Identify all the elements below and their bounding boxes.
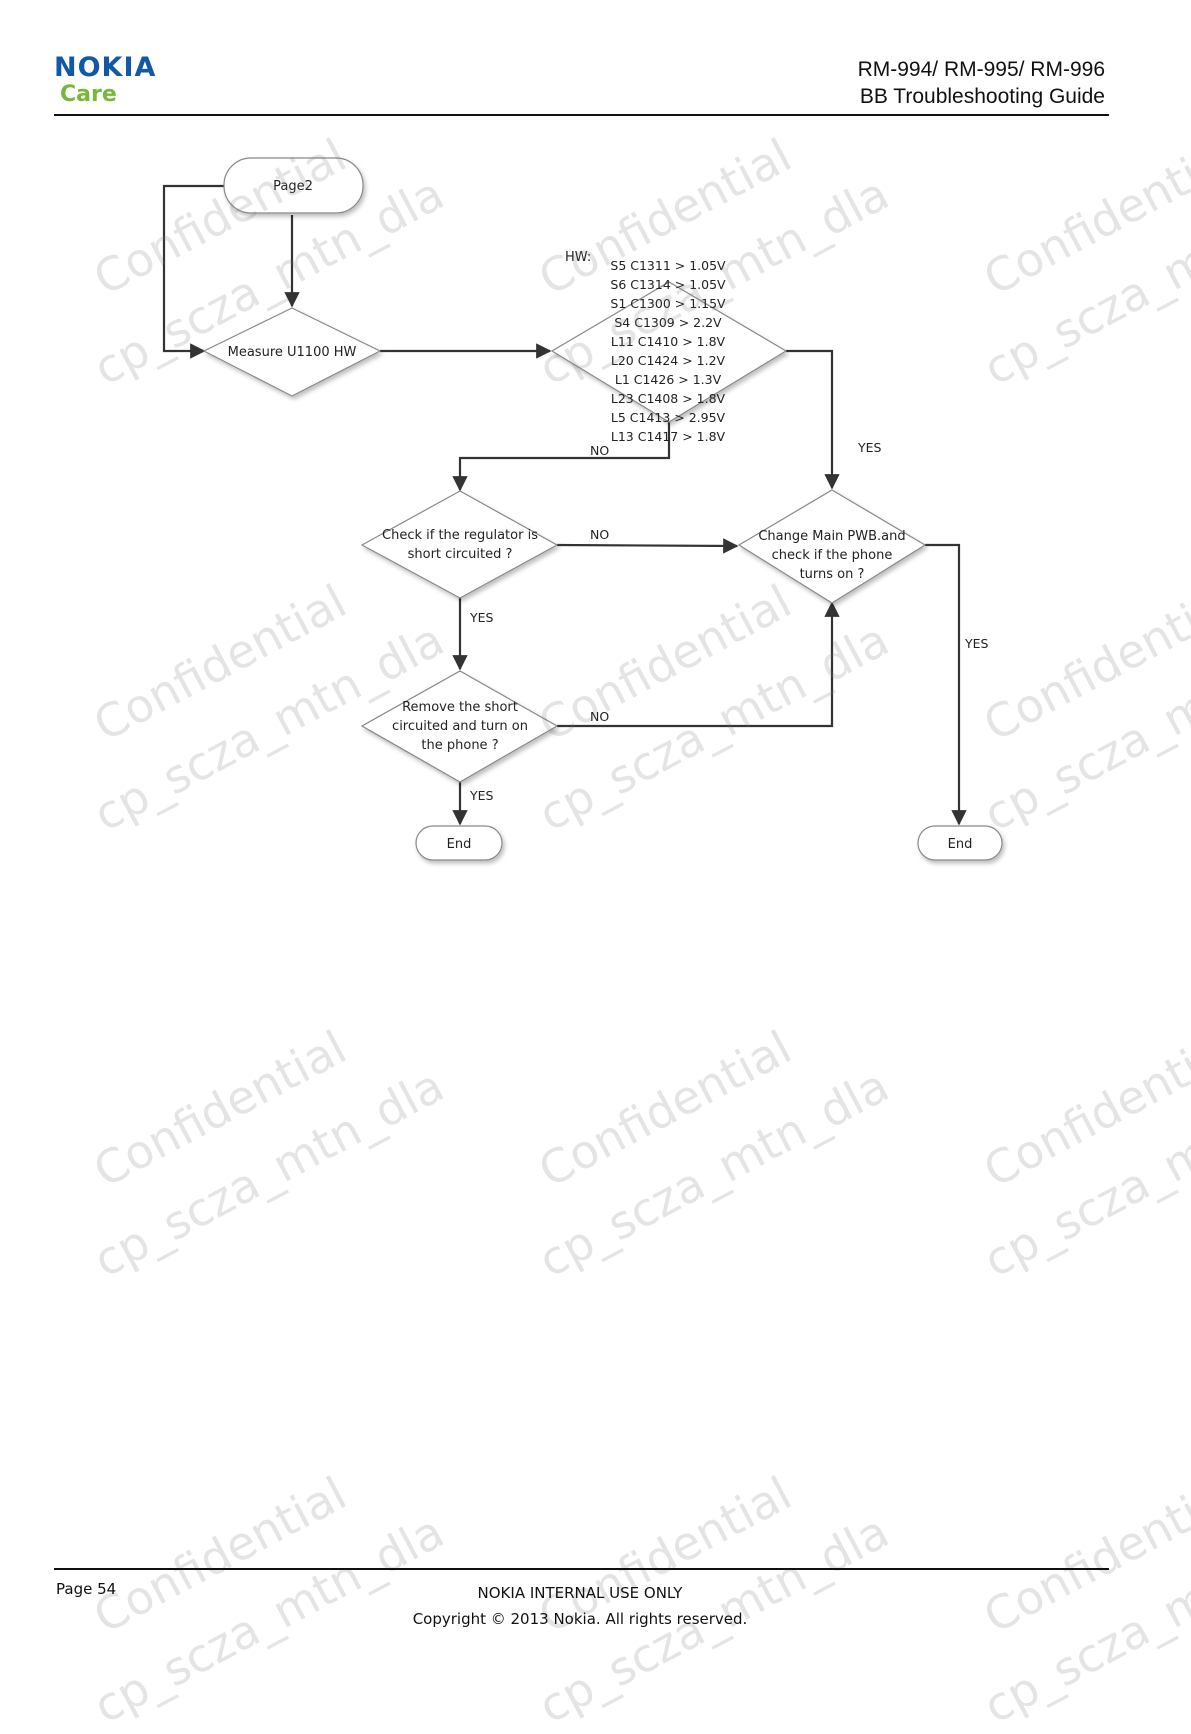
label-reg-yes: YES	[469, 610, 494, 625]
end-text-left: End	[447, 837, 472, 852]
hw-check-line: L1 C1426 > 1.3V	[615, 372, 722, 387]
measure-text: Measure U1100 HW	[228, 345, 357, 360]
end-terminator-left	[415, 825, 503, 861]
nokia-care-logo: NOKIA Care	[54, 54, 156, 106]
change-pwb-decision	[737, 489, 927, 604]
document-header: RM-994/ RM-995/ RM-996 BB Troubleshootin…	[858, 56, 1105, 110]
connector-chg-yes	[925, 543, 967, 826]
footer-center: NOKIA INTERNAL USE ONLY Copyright © 2013…	[0, 1580, 1160, 1632]
hw-check-line: L13 C1417 > 1.8V	[611, 429, 726, 444]
hw-check-line: S1 C1300 > 1.15V	[610, 296, 726, 311]
footer-copyright: Copyright © 2013 Nokia. All rights reser…	[412, 1610, 748, 1628]
logo-sub: Care	[60, 82, 117, 107]
change-text-line-2: check if the phone	[772, 548, 893, 563]
remove-text-line-3: the phone ?	[421, 738, 498, 753]
connector-rem-no	[557, 601, 840, 728]
change-text-line-3: turns on ?	[800, 567, 865, 582]
hw-check-line: L11 C1410 > 1.8V	[611, 334, 726, 349]
label-reg-no: NO	[590, 527, 609, 542]
remove-short-decision	[360, 670, 559, 783]
label-chg-yes: YES	[964, 636, 989, 651]
hw-label: HW:	[565, 250, 591, 265]
change-text-line-1: Change Main PWB.and	[758, 529, 905, 544]
connector-hw-no	[452, 422, 671, 492]
end-terminator-right	[917, 825, 1003, 861]
regulator-text-line-1: Check if the regulator is	[382, 528, 538, 543]
regulator-text-line-2: short circuited ?	[408, 547, 513, 562]
hw-check-line: L5 C1413 > 2.95V	[611, 410, 726, 425]
page-number: Page 54	[56, 1580, 117, 1598]
footer-rule	[54, 1568, 1109, 1570]
hw-check-line: S4 C1309 > 2.2V	[614, 315, 722, 330]
hw-check-line: S6 C1314 > 1.05V	[610, 277, 726, 292]
regulator-decision	[360, 490, 559, 599]
start-terminator	[223, 157, 364, 214]
measure-decision	[202, 307, 382, 397]
logo-brand: NOKIA	[54, 52, 157, 83]
end-text-right: End	[948, 837, 973, 852]
connector-loopback	[162, 184, 224, 359]
label-hw-yes: YES	[857, 440, 882, 455]
header-rule	[54, 114, 1109, 116]
connector-hw-yes	[786, 349, 840, 490]
footer-classification: NOKIA INTERNAL USE ONLY	[477, 1584, 683, 1602]
label-rem-yes: YES	[469, 788, 494, 803]
label-rem-no: NO	[590, 709, 609, 724]
hw-check-line: S5 C1311 > 1.05V	[610, 258, 726, 273]
hw-check-line: L23 C1408 > 1.8V	[611, 391, 726, 406]
connector-reg-no	[556, 538, 739, 554]
start-text: Page2	[273, 179, 313, 194]
hw-decision	[550, 281, 788, 423]
hw-check-line: L20 C1424 > 1.2V	[611, 353, 726, 368]
remove-text-line-1: Remove the short	[402, 700, 518, 715]
remove-text-line-2: circuited and turn on	[392, 719, 528, 734]
doc-title: BB Troubleshooting Guide	[859, 85, 1105, 108]
label-hw-no: NO	[590, 443, 609, 458]
doc-models: RM-994/ RM-995/ RM-996	[857, 58, 1105, 81]
troubleshooting-flowchart: Page2 Measure U1100 HW Check if the regu…	[162, 157, 1003, 861]
